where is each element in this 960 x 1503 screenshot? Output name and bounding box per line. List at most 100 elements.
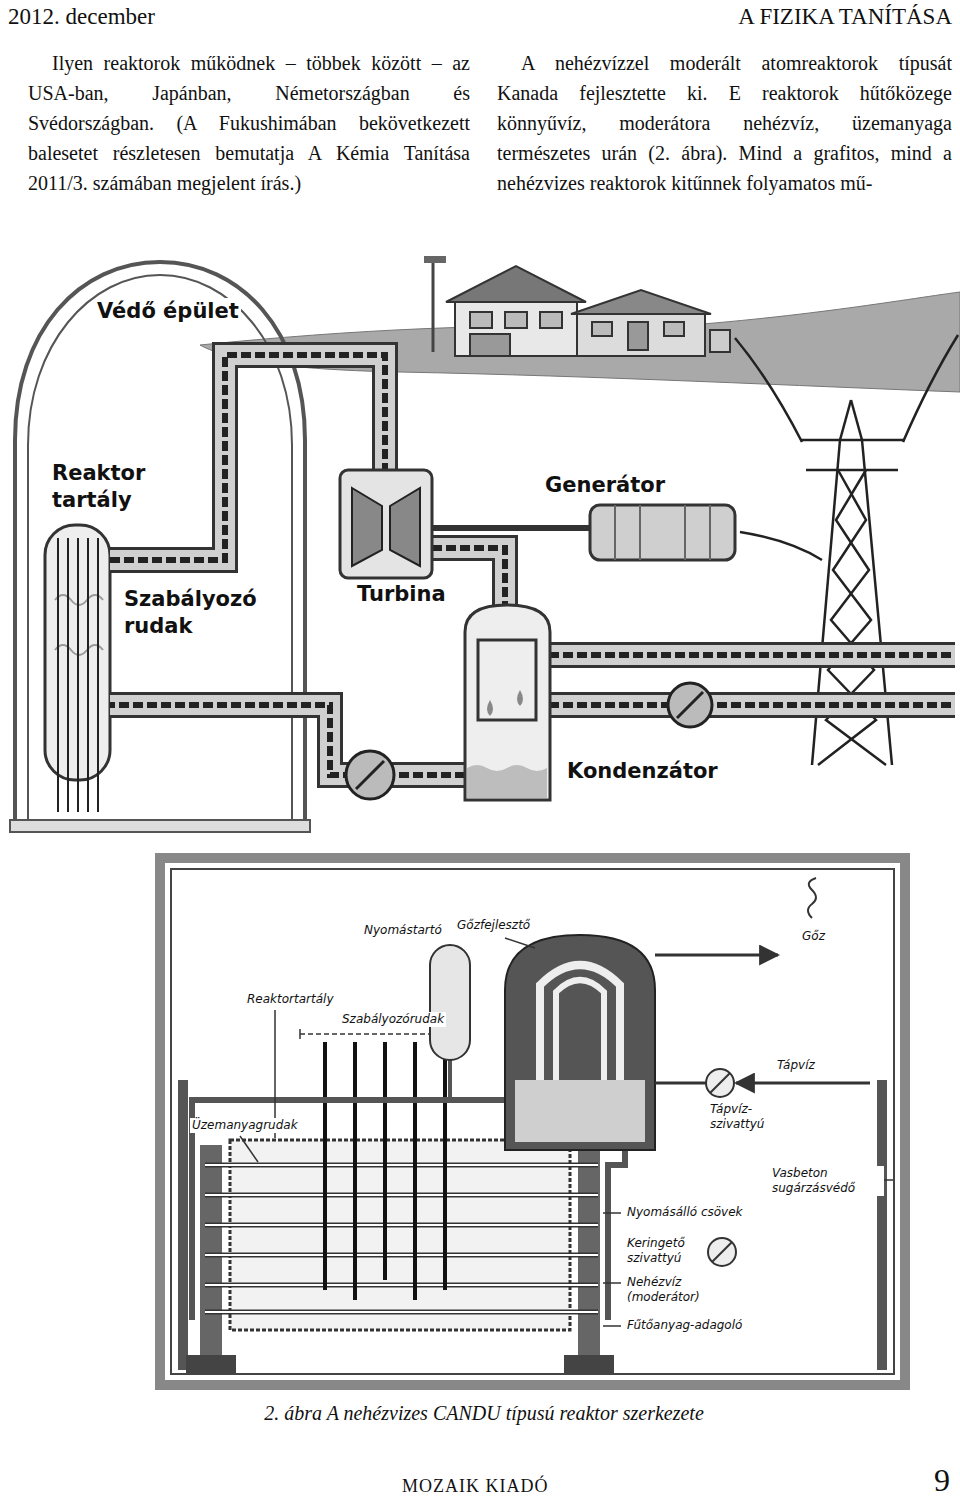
- drawing-part: [505, 312, 527, 328]
- drawing-part: [517, 690, 523, 706]
- drawing-part: [299, 1029, 301, 1039]
- drawing-part: [77, 538, 79, 812]
- drawing-part: [655, 1082, 706, 1085]
- drawing-part: [808, 878, 816, 918]
- drawing-part: [10, 820, 310, 832]
- drawing-part: [205, 1163, 598, 1168]
- leader-lines: [240, 938, 893, 1326]
- drawing-part: [240, 1136, 258, 1162]
- drawing-part: [668, 683, 712, 727]
- drawing-part: [535, 695, 955, 715]
- drawing-part: [97, 538, 99, 812]
- drawing-part: [171, 869, 894, 1374]
- drawing-part: [535, 642, 955, 668]
- part-label: Üzemanyagrudak: [190, 1118, 300, 1133]
- part-label: Kondenzátor: [565, 758, 720, 785]
- drawing-part: [205, 1253, 598, 1258]
- reactor-vessel: [45, 525, 110, 812]
- drawing-part: [67, 538, 69, 812]
- drawing-part: [430, 945, 470, 1060]
- drawing-part: [470, 312, 492, 328]
- drawing-part: [608, 1148, 625, 1320]
- part-label: Keringető szivattyú: [625, 1236, 707, 1266]
- drawing-part: [592, 322, 612, 336]
- drawing-part: [230, 1140, 570, 1330]
- drawing-part: [571, 290, 711, 314]
- drawing-part: [323, 1042, 327, 1290]
- drawing-part: [205, 1165, 598, 1312]
- drawing-part: [515, 1080, 645, 1142]
- drawing-part: [110, 705, 465, 775]
- drawing-part: [712, 1242, 732, 1262]
- figure-frame: [160, 858, 905, 1385]
- drawing-part: [710, 330, 730, 352]
- drawing-part: [455, 300, 577, 356]
- drawing-part: [446, 266, 586, 302]
- drawing-part: [556, 980, 604, 1080]
- drawing-part: [709, 505, 711, 560]
- drawing-part: [432, 525, 590, 531]
- part-label: Szabályozórudak: [340, 1012, 446, 1027]
- drawing-part: [736, 1082, 870, 1085]
- drawing-part: [740, 532, 822, 560]
- page-number: 9: [934, 1462, 950, 1499]
- drawing-part: [540, 312, 562, 328]
- drawing-part: [448, 1060, 452, 1100]
- drawing-part: [708, 1238, 736, 1266]
- condenser: [465, 605, 550, 800]
- part-label: Tápvíz-szivattyú: [708, 1102, 792, 1132]
- drawing-part: [205, 1310, 598, 1315]
- drawing-part: [57, 538, 59, 812]
- drawing-part: [413, 1042, 417, 1300]
- drawing-part: [826, 470, 886, 765]
- drawing-part: [432, 262, 435, 352]
- drawing-part: [205, 1165, 598, 1312]
- figure-caption: 2. ábra A nehézvizes CANDU típusú reakto…: [4, 1402, 960, 1425]
- drawing-part: [478, 640, 536, 720]
- drawing-part: [706, 1069, 734, 1097]
- drawing-part: [205, 1223, 598, 1228]
- drawing-part: [603, 1212, 621, 1214]
- drawing-part: [800, 439, 905, 442]
- drawing-part: [205, 1193, 598, 1198]
- drawing-part: [340, 470, 432, 578]
- drawing-part: [205, 1283, 598, 1288]
- drawing-part: [390, 488, 420, 566]
- drawing-part: [110, 705, 465, 775]
- steam-generator: [505, 935, 655, 1150]
- body-paragraph: Ilyen reaktorok működnek – többek között…: [28, 48, 470, 198]
- drawing-part: [192, 1100, 525, 1320]
- part-label: Szabályozó rudak: [122, 586, 276, 640]
- drawing-part: [710, 1073, 730, 1093]
- drawing-part: [346, 751, 394, 799]
- drawing-part: [564, 1355, 614, 1373]
- drawing-part: [577, 312, 705, 356]
- running-header: A FIZIKA TANÍTÁSA: [700, 4, 952, 30]
- drawing-part: [628, 322, 648, 350]
- drawing-part: [639, 505, 641, 560]
- drawing-part: [160, 858, 905, 1385]
- drawing-part: [186, 1355, 236, 1373]
- drawing-part: [535, 645, 955, 665]
- drawing-part: [684, 505, 686, 560]
- drawing-part: [806, 469, 898, 472]
- drawing-part: [505, 935, 655, 1150]
- drawing-part: [903, 335, 958, 442]
- drawing-part: [352, 488, 382, 566]
- drawing-part: [603, 1282, 621, 1284]
- drawing-part: [205, 1194, 598, 1196]
- drawing-part: [205, 1284, 598, 1286]
- drawing-part: [205, 1311, 598, 1313]
- drawing-part: [540, 965, 620, 1080]
- drawing-part: [614, 505, 616, 560]
- drawing-part: [110, 705, 465, 775]
- supports: [178, 1080, 887, 1373]
- part-label: Fűtőanyag-adagoló: [625, 1318, 744, 1333]
- drawing-part: [205, 1164, 598, 1166]
- drawing-part: [505, 938, 535, 948]
- drawing-part: [383, 1042, 387, 1280]
- drawing-part: [664, 322, 684, 336]
- drawing-part: [205, 1224, 598, 1226]
- turbine: [340, 470, 432, 578]
